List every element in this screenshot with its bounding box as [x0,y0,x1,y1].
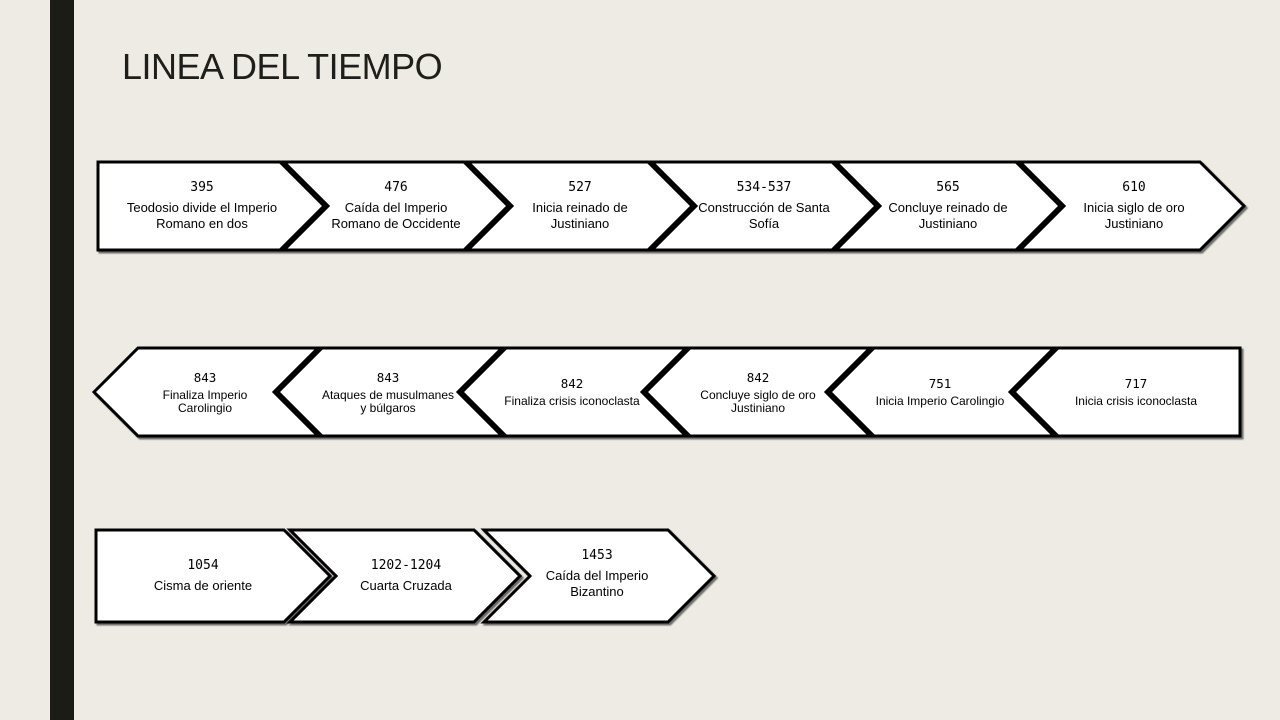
chevron-395 [96,160,327,252]
timeline-event: 842 Concluye siglo de oro Justiniano [688,352,828,432]
event-description: Inicia siglo de oro Justiniano [1083,200,1185,231]
timeline-event: 843 Finaliza Imperio Carolingio [136,352,274,432]
timeline-event: 610 Inicia siglo de oro Justiniano [1064,166,1204,246]
event-description: Finaliza crisis iconoclasta [504,394,640,408]
chevron-565 [832,160,1063,252]
timeline-event: 565 Concluye reinado de Justiniano [882,166,1014,246]
timeline-event: 717 Inicia crisis iconoclasta [1056,352,1216,432]
event-year: 843 [376,369,400,385]
event-year: 843 [193,369,217,385]
event-description: Caída del Imperio Bizantino [545,568,649,599]
chevron-751 [827,346,1058,438]
event-year: 1453 [581,548,613,563]
event-description: Teodosio divide el Imperio Romano en dos [126,200,278,231]
timeline-event: 476 Caída del Imperio Romano de Occident… [330,166,462,246]
slide-title: LINEA DEL TIEMPO [122,46,443,87]
timeline-event: 395 Teodosio divide el Imperio Romano en… [106,166,298,246]
timeline-event: 1453 Caída del Imperio Bizantino [528,532,666,616]
event-year: 534-537 [736,180,792,195]
timeline-event: 843 Ataques de musulmanes y búlgaros [320,352,456,432]
event-description: Inicia reinado de Justiniano [532,200,628,231]
event-year: 717 [1124,376,1148,391]
event-year: 1054 [187,558,219,573]
event-year: 527 [568,180,592,195]
event-description: Inicia Imperio Carolingio [875,394,1005,408]
event-year: 476 [384,180,408,195]
event-year: 751 [928,376,952,391]
chevron-1453 [480,528,717,624]
chevron-610 [1016,160,1247,252]
chevron-843-b [275,346,506,438]
chevron-843-a [91,346,322,438]
chevron-534-537 [648,160,879,252]
chevron-842-a [459,346,690,438]
event-description: Cuarta Cruzada [360,578,452,593]
timeline-event: 751 Inicia Imperio Carolingio [872,352,1008,432]
event-year: 1202-1204 [370,558,442,573]
event-year: 610 [1122,180,1146,195]
chevron-476 [280,160,511,252]
event-description: Cisma de oriente [153,578,253,593]
accent-sidebar [50,0,74,720]
event-description: Construcción de Santa Sofía [698,200,830,231]
chevron-527 [464,160,695,252]
event-description: Caída del Imperio Romano de Occidente [331,200,461,231]
timeline-event: 534-537 Construcción de Santa Sofía [698,166,830,246]
event-description: Inicia crisis iconoclasta [1074,394,1198,408]
timeline-event: 527 Inicia reinado de Justiniano [514,166,646,246]
event-description: Concluye reinado de Justiniano [888,200,1008,231]
chevron-1202-1204 [286,528,523,624]
chevron-1054 [94,528,333,624]
event-description: Ataques de musulmanes y búlgaros [321,387,455,415]
event-year: 395 [190,180,214,195]
timeline-event: 842 Finaliza crisis iconoclasta [504,352,640,432]
event-year: 842 [746,369,770,385]
timeline-event: 1054 Cisma de oriente [108,534,298,618]
chevron-842-b [643,346,874,438]
chevron-717 [1011,346,1242,438]
timeline-event: 1202-1204 Cuarta Cruzada [334,534,478,618]
event-description: Concluye siglo de oro Justiniano [700,387,816,415]
event-year: 565 [936,180,960,195]
event-year: 842 [560,376,584,391]
event-description: Finaliza Imperio Carolingio [162,387,248,415]
